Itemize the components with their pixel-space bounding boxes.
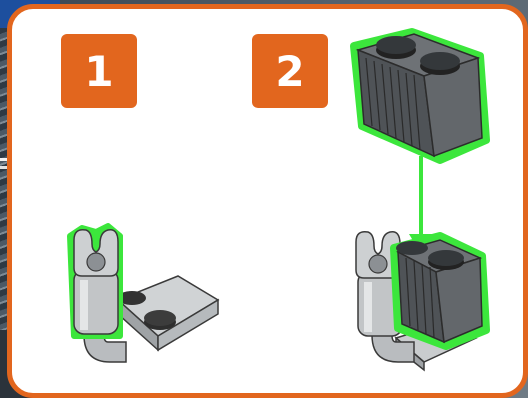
grille-brick-top <box>350 28 490 164</box>
plate-front <box>157 298 219 352</box>
grille-brick-placed <box>390 232 490 350</box>
step-number-2: 2 <box>252 34 328 108</box>
plate-stud <box>144 310 176 326</box>
step2-assembly <box>355 230 490 372</box>
step1-assembly <box>67 223 220 363</box>
clip-part <box>67 223 123 339</box>
plate-stud <box>118 291 146 305</box>
step-number-1: 1 <box>61 34 137 108</box>
clip-base <box>83 334 127 363</box>
